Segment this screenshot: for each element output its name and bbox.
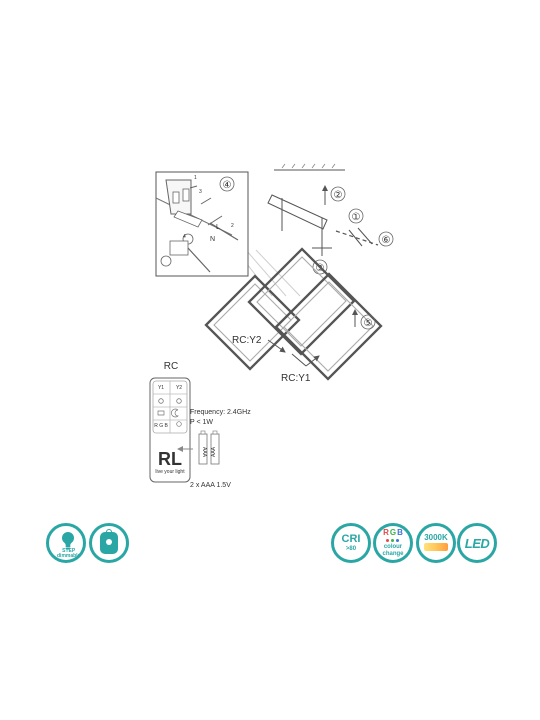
callout-three-circle bbox=[312, 259, 328, 275]
led-icon: LED bbox=[464, 535, 490, 551]
battery-right-cap bbox=[212, 430, 218, 435]
callout-six: ⑥ bbox=[382, 235, 391, 246]
remote-logo: RL bbox=[158, 449, 182, 469]
remote-night-button-icon bbox=[171, 408, 179, 418]
step-dimmable-label: STEP dimmable bbox=[57, 548, 81, 560]
remote-frequency: Frequency: 2.4GHz bbox=[190, 409, 251, 416]
remote-color-button-icon bbox=[176, 421, 182, 427]
inset-label-4: 4 bbox=[183, 234, 186, 240]
rc-y1-pointer bbox=[291, 354, 319, 367]
anchor-cross bbox=[312, 242, 332, 256]
remote-on-button-icon bbox=[158, 398, 164, 404]
remote-rgb-button-label: R G B bbox=[154, 423, 168, 429]
callout-four-circle bbox=[219, 176, 235, 192]
fixing-screws bbox=[348, 227, 373, 247]
rgb-badge-content: R G B colour change bbox=[382, 529, 404, 558]
mounting-bracket bbox=[267, 194, 328, 230]
temperature-main: 3000K bbox=[424, 532, 448, 542]
light-bulb-icon bbox=[61, 531, 75, 550]
inset-label-2: 2 bbox=[231, 223, 234, 229]
remote-y1-label: Y1 bbox=[158, 385, 164, 391]
lead-line-2 bbox=[207, 215, 223, 226]
upper-wire bbox=[209, 222, 239, 241]
rgb-colour-change-badge: R G B colour change bbox=[373, 523, 413, 563]
cri-main: CRI bbox=[341, 533, 361, 545]
driver-box bbox=[169, 240, 189, 256]
inset-label-l: L bbox=[216, 224, 220, 231]
step-line-2: dimmable bbox=[57, 553, 81, 560]
remote-icon-dot bbox=[106, 539, 112, 545]
cri-sub: >80 bbox=[345, 546, 357, 552]
remote-logo-tagline: live your light bbox=[155, 469, 185, 475]
callout-five-circle bbox=[360, 314, 376, 330]
battery-left-label: AAA bbox=[201, 447, 207, 458]
terminal-clip-1 bbox=[172, 191, 180, 204]
callout-two: ② bbox=[334, 190, 343, 201]
lower-wire bbox=[187, 247, 211, 273]
rgb-line-2: change bbox=[382, 551, 404, 557]
remote-icon bbox=[100, 529, 118, 554]
temperature-badge-content: 3000K bbox=[424, 532, 448, 553]
remote-y2-label: Y2 bbox=[176, 385, 182, 391]
step-line-1: STEP bbox=[62, 548, 76, 554]
callout-two-circle bbox=[330, 186, 346, 202]
rgb-letter-b: B bbox=[397, 528, 403, 537]
callout-six-circle bbox=[378, 231, 394, 247]
callout-five: ⑤ bbox=[364, 318, 373, 329]
rgb-line-1: colour bbox=[383, 544, 403, 550]
battery-right-label: AAA bbox=[211, 446, 217, 457]
fixture-label-rc-y2: RC:Y2 bbox=[232, 335, 262, 346]
rc-y2-pointer bbox=[267, 339, 286, 353]
rgb-letter-g: G bbox=[389, 528, 397, 537]
led-badge: LED bbox=[457, 523, 497, 563]
remote-control-badge bbox=[89, 523, 129, 563]
inset-guide-line-2 bbox=[245, 249, 287, 297]
lead-line-1 bbox=[189, 185, 198, 189]
callout-four: ④ bbox=[223, 180, 232, 191]
step-dimmable-badge: STEP dimmable bbox=[46, 523, 86, 563]
ceiling-hatching bbox=[281, 163, 336, 169]
fixture-square-center bbox=[247, 247, 356, 356]
temperature-badge: 3000K bbox=[416, 523, 456, 563]
fixture-square-left bbox=[204, 274, 301, 371]
terminal-clip-2 bbox=[182, 188, 190, 202]
remote-mode-button-icon bbox=[157, 410, 165, 416]
inset-label-3: 3 bbox=[199, 189, 202, 195]
battery-spec: 2 x AAA 1.5V bbox=[190, 482, 231, 489]
color-dot-red bbox=[386, 539, 390, 542]
fixture-label-rc-y1: RC:Y1 bbox=[281, 373, 311, 384]
color-dot-green bbox=[391, 539, 395, 542]
rgb-main: R G B bbox=[383, 529, 403, 537]
fixture-square-right bbox=[274, 272, 383, 381]
terminal-connector bbox=[173, 210, 203, 228]
callout-one-circle bbox=[348, 208, 364, 224]
inset-label-1: 1 bbox=[194, 175, 197, 181]
screw-hole-lower bbox=[160, 255, 172, 267]
remote-power: P < 1W bbox=[190, 419, 213, 426]
temperature-icon bbox=[424, 542, 448, 551]
battery-left-cap bbox=[200, 430, 206, 435]
fixture-square-center-inner bbox=[256, 256, 347, 347]
cri-badge-content: CRI >80 bbox=[341, 533, 361, 553]
cri-badge: CRI >80 bbox=[331, 523, 371, 563]
remote-brightness-button-icon bbox=[176, 398, 182, 404]
callout-one: ① bbox=[352, 212, 361, 223]
color-dot-blue bbox=[396, 539, 400, 542]
remote-title: RC bbox=[164, 361, 178, 372]
color-change-icon bbox=[386, 539, 400, 542]
lead-line-3 bbox=[200, 197, 212, 205]
inset-label-n: N bbox=[210, 236, 215, 243]
rgb-letter-r: R bbox=[383, 528, 389, 537]
